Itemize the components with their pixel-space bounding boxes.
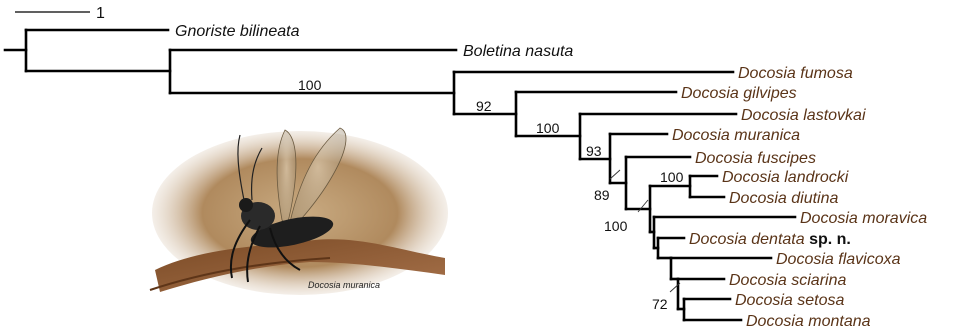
tip-label-docosia-diutina: Docosia diutina [729, 190, 839, 207]
fly-specimen-photo: Docosia muranica [150, 128, 448, 295]
support-value-100c: 100 [604, 218, 628, 234]
tip-label-docosia-setosa: Docosia setosa [735, 292, 844, 309]
tip-label-docosia-sciarina: Docosia sciarina [729, 272, 846, 289]
support-value-100a: 100 [536, 120, 560, 136]
tip-label-gnoriste-bilineata: Gnoriste bilineata [175, 23, 300, 40]
scale-bar: 1 [15, 5, 105, 22]
tip-label-docosia-flavicoxa: Docosia flavicoxa [776, 251, 901, 268]
tip-label-boletina-nasuta: Boletina nasuta [463, 43, 573, 60]
tip-label-docosia-landrocki: Docosia landrocki [722, 169, 849, 186]
tip-label-docosia-muranica: Docosia muranica [672, 127, 800, 144]
tip-label-docosia-fuscipes: Docosia fuscipes [695, 150, 816, 167]
tip-label-docosia-fumosa: Docosia fumosa [738, 65, 853, 82]
tip-label-docosia-dentata-name: Docosia dentata [689, 231, 805, 248]
support-value-docosia-clade: 100 [298, 77, 322, 93]
tip-label-sp-n: sp. n. [809, 231, 851, 248]
tip-label-docosia-gilvipes: Docosia gilvipes [681, 85, 797, 102]
scale-bar-label: 1 [96, 5, 105, 22]
tip-label-docosia-lastovkai: Docosia lastovkai [741, 107, 866, 124]
support-value-92: 92 [476, 98, 492, 114]
support-value-89: 89 [594, 187, 610, 203]
support-value-72: 72 [652, 296, 668, 312]
tip-label-docosia-moravica: Docosia moravica [800, 210, 927, 227]
support-value-93: 93 [586, 143, 602, 159]
photo-caption: Docosia muranica [308, 280, 380, 290]
support-value-100b: 100 [660, 169, 684, 185]
tip-label-docosia-montana: Docosia montana [746, 313, 871, 330]
tip-label-docosia-dentata: Docosia dentata sp. n. [689, 231, 851, 248]
